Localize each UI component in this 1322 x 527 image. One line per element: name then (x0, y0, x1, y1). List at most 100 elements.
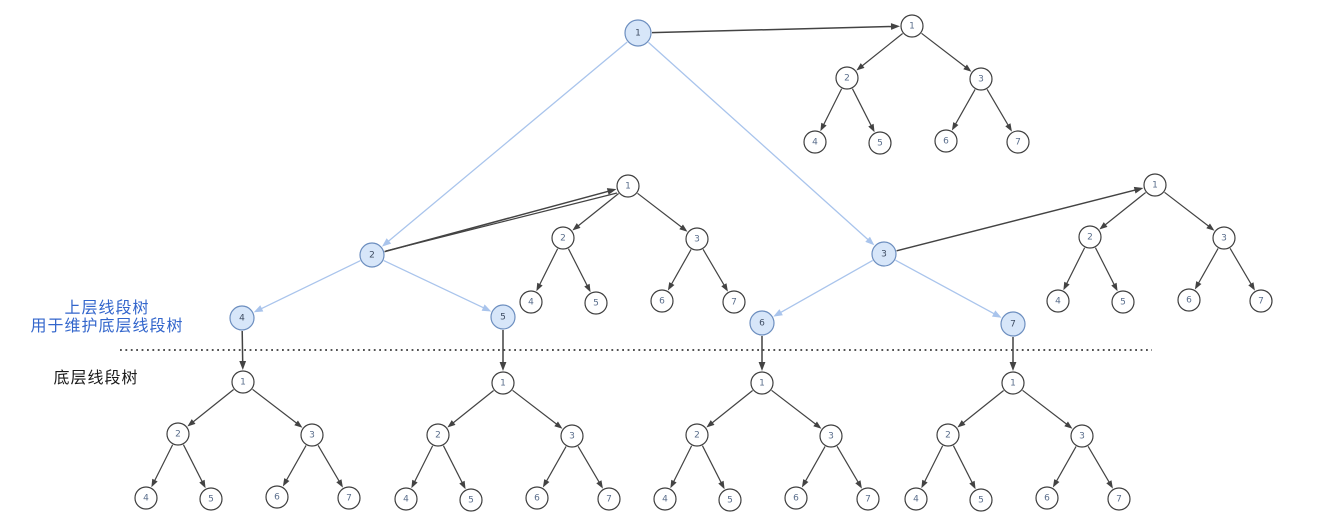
bottom-tree-under-node-7-edge (961, 390, 1005, 425)
bottom-tree-under-node-4-node-4-label: 4 (143, 494, 149, 504)
bottom-tree-under-node-7-node-6: 6 (1035, 486, 1059, 510)
upper-node-3: 3 (871, 241, 897, 267)
bottom-tree-under-node-6-edge (836, 446, 860, 484)
upper-tree-edge-arrowhead (991, 310, 1002, 318)
subtree-of-upper-node-1-node-3-circle (969, 67, 993, 91)
bottom-tree-under-node-4-node-2-label: 2 (175, 430, 181, 440)
subtree-of-upper-node-1-node-7: 7 (1006, 130, 1030, 154)
bottom-tree-under-node-7-node-1-circle (1001, 371, 1025, 395)
bottom-tree-under-node-4-edge (182, 444, 204, 484)
subtree-of-upper-node-2-edge-arrowhead (679, 224, 688, 232)
bottom-tree-under-node-4-node-3: 3 (300, 423, 324, 447)
upper-tree-edge-arrowhead (773, 309, 783, 317)
subtree-of-upper-node-2-node-2-circle (551, 226, 575, 250)
subtree-of-upper-node-3-node-1-circle (1143, 173, 1167, 197)
bottom-tree-under-node-7-node-4-label: 4 (913, 495, 919, 505)
subtree-of-upper-node-1-node-3: 3 (969, 67, 993, 91)
subtree-of-upper-node-3-node-7: 7 (1249, 289, 1273, 313)
subtree-of-upper-node-3-edge-arrowhead (1099, 222, 1108, 230)
bottom-tree-under-node-4-node-3-label: 3 (309, 431, 315, 441)
subtree-of-upper-node-3-node-3-label: 3 (1221, 234, 1227, 244)
subtree-of-upper-node-3-node-4-label: 4 (1055, 297, 1061, 307)
subtree-of-upper-node-2-node-5-circle (584, 291, 608, 315)
bottom-tree-under-node-4-edge-arrowhead (282, 478, 290, 487)
link-to-subtree-arrowhead (758, 362, 766, 371)
bottom-tree-under-node-7-node-3-circle (1070, 424, 1094, 448)
bottom-tree-under-node-6-node-1-circle (750, 371, 774, 395)
subtree-of-upper-node-2-edge-arrowhead (721, 283, 728, 292)
bottom-tree-under-node-7-edge (1022, 389, 1069, 426)
bottom-tree-under-node-6-node-7-label: 7 (865, 495, 871, 505)
subtree-of-upper-node-3-edge-arrowhead (1063, 281, 1070, 291)
subtree-of-upper-node-2-edge (702, 249, 726, 287)
bottom-tree-under-node-7-node-2-label: 2 (945, 431, 951, 441)
subtree-of-upper-node-1-edge-arrowhead (856, 63, 865, 71)
upper-node-1-circle (624, 19, 652, 47)
bottom-tree-under-node-5-node-4-circle (394, 487, 418, 511)
subtree-of-upper-node-2-node-4-label: 4 (528, 298, 534, 308)
bottom-tree-under-node-4-node-7: 7 (337, 486, 361, 510)
bottom-tree-under-node-6-node-2: 2 (685, 423, 709, 447)
subtree-of-upper-node-2-node-3-label: 3 (694, 235, 700, 245)
bottom-tree-under-node-6-node-3-label: 3 (828, 432, 834, 442)
subtree-of-upper-node-1-edge-arrowhead (820, 122, 827, 132)
bottom-tree-under-node-6-node-4: 4 (653, 487, 677, 511)
subtree-of-upper-node-2-node-6-label: 6 (659, 297, 665, 307)
upper-node-2: 2 (359, 242, 385, 268)
link-to-subtree (651, 25, 894, 34)
bottom-tree-under-node-5-node-3: 3 (560, 424, 584, 448)
bottom-tree-under-node-7-edge-arrowhead (1064, 421, 1073, 429)
bottom-tree-under-node-5-edge (577, 446, 601, 484)
upper-node-4: 4 (229, 305, 255, 331)
upper-node-4-circle (229, 305, 255, 331)
bottom-tree-under-node-5-edge-arrowhead (459, 480, 466, 490)
bottom-tree-under-node-6-node-3: 3 (819, 424, 843, 448)
bottom-tree-under-node-6-edge-arrowhead (813, 421, 822, 429)
bottom-tree-under-node-4-edge-arrowhead (294, 420, 303, 428)
upper-tree-edge-arrowhead (381, 238, 392, 247)
bottom-tree-under-node-6-node-1: 1 (750, 371, 774, 395)
subtree-of-upper-node-3-edge (1094, 247, 1116, 287)
bottom-tree-under-node-6-edge (804, 446, 826, 483)
subtree-of-upper-node-1-node-2: 2 (835, 66, 859, 90)
bottom-tree-under-node-5-edge-arrowhead (411, 479, 418, 489)
upper-node-5: 5 (490, 304, 516, 330)
upper-node-1: 1 (624, 19, 652, 47)
bottom-tree-under-node-5-node-6: 6 (525, 486, 549, 510)
bottom-tree-under-node-7-edge-arrowhead (921, 479, 928, 489)
upper-tree-label: 上层线段树 用于维护底层线段树 (16, 300, 198, 336)
bottom-tree-under-node-5-edge (413, 445, 434, 484)
bottom-tree-under-node-6-node-2-label: 2 (694, 431, 700, 441)
link-to-subtree (896, 188, 1137, 252)
subtree-of-upper-node-3-edge-arrowhead (1111, 282, 1118, 292)
bottom-tree-under-node-4-node-4: 4 (134, 486, 158, 510)
upper-node-5-circle (490, 304, 516, 330)
subtree-of-upper-node-1-node-1-label: 1 (909, 22, 915, 32)
bottom-tree-under-node-4-edge (191, 389, 235, 424)
bottom-tree-under-node-5-edge-arrowhead (596, 480, 603, 489)
bottom-tree-under-node-5-node-2-label: 2 (435, 431, 441, 441)
bottom-tree-under-node-5-node-2-circle (426, 423, 450, 447)
subtree-of-upper-node-1-edge (921, 32, 968, 69)
subtree-of-upper-node-3-edge (1065, 247, 1086, 286)
bottom-tree-under-node-7-edge (952, 445, 974, 485)
subtree-of-upper-node-3-node-6-label: 6 (1186, 296, 1192, 306)
subtree-of-upper-node-1-edge-arrowhead (963, 64, 972, 72)
subtree-of-upper-node-2-edge-arrowhead (572, 223, 581, 231)
link-to-subtree-arrowhead (606, 188, 617, 195)
subtree-of-upper-node-2-edge-arrowhead (584, 283, 591, 293)
bottom-tree-under-node-4-edge-arrowhead (151, 478, 158, 488)
subtree-of-upper-node-1-node-7-circle (1006, 130, 1030, 154)
bottom-tree-under-node-5-edge-arrowhead (447, 420, 456, 428)
link-to-subtree-arrowhead (499, 362, 507, 371)
bottom-tree-under-node-5-edge (442, 445, 464, 485)
bottom-tree-under-node-5-node-7: 7 (597, 487, 621, 511)
subtree-of-upper-node-2-node-3: 3 (685, 227, 709, 251)
subtree-of-upper-node-1-node-2-circle (835, 66, 859, 90)
bottom-tree-under-node-6-node-3-circle (819, 424, 843, 448)
bottom-tree-under-node-6-node-2-circle (685, 423, 709, 447)
subtree-of-upper-node-1-edge-arrowhead (868, 123, 875, 133)
subtree-of-upper-node-2-node-2-label: 2 (560, 234, 566, 244)
bottom-tree-under-node-7-node-5: 5 (969, 488, 993, 512)
